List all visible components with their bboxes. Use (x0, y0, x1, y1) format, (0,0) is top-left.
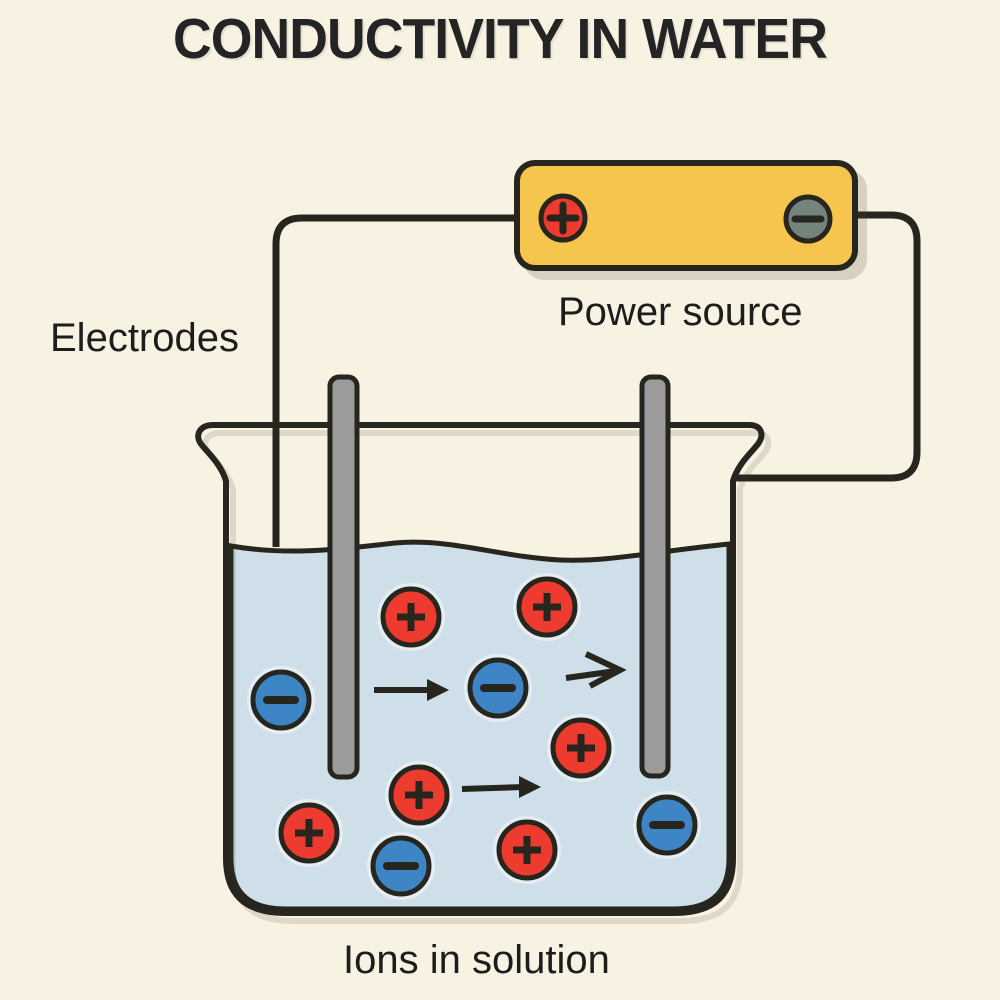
arrows-layer (374, 651, 627, 798)
left-electrode (327, 374, 360, 780)
ion-movement-arrow (374, 679, 449, 701)
positive-ion-icon (513, 573, 581, 641)
positive-ion-icon (385, 761, 453, 829)
power-source-label: Power source (558, 290, 803, 334)
ion-movement-arrow (461, 776, 541, 798)
left-wire (272, 214, 517, 547)
ions-in-solution-label: Ions in solution (343, 938, 610, 982)
negative-ion-icon (464, 654, 532, 722)
positive-ion-icon (547, 714, 615, 782)
battery-body (514, 160, 858, 271)
right-electrode (639, 374, 671, 779)
ion-movement-arrow (565, 651, 627, 689)
right-wire (736, 211, 921, 482)
beaker-outline (195, 422, 765, 916)
ions-layer (247, 573, 701, 900)
page-title: CONDUCTIVITY IN WATER (172, 7, 828, 71)
power-source-battery (514, 160, 858, 271)
negative-ion-icon (247, 666, 315, 734)
positive-ion-icon (493, 816, 561, 884)
positive-ion-icon (377, 583, 445, 651)
electrodes-label: Electrodes (50, 316, 239, 360)
positive-ion-icon (275, 799, 343, 867)
plus-sign-icon (546, 201, 580, 235)
negative-ion-icon (367, 832, 435, 900)
negative-ion-icon (633, 791, 701, 859)
